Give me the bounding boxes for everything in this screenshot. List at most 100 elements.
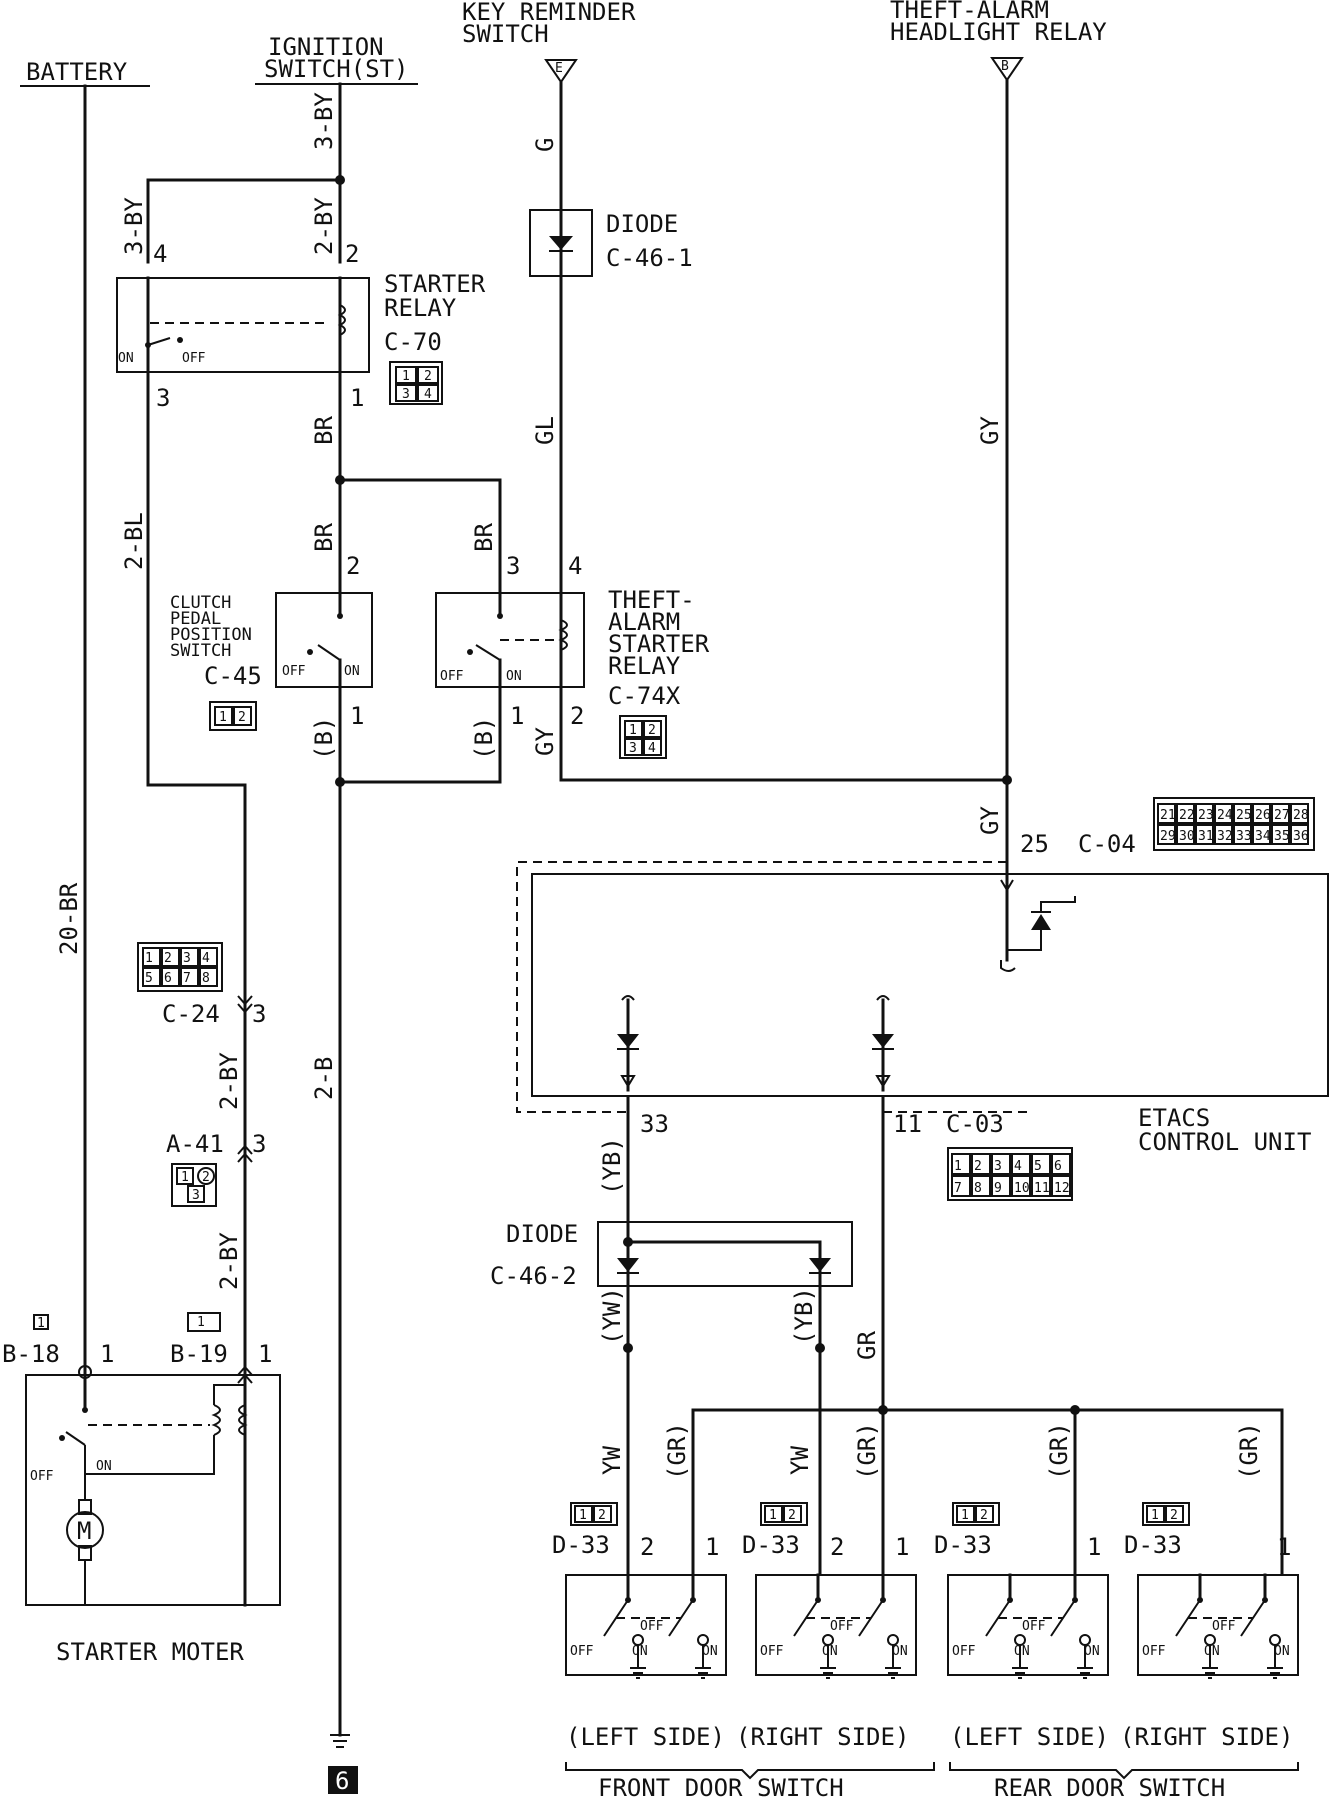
key-reminder-label-1: KEY REMINDER: [462, 0, 636, 26]
c04-pin: 21: [1160, 808, 1176, 823]
c04-pin: 32: [1217, 829, 1233, 844]
battery-label: BATTERY: [26, 58, 128, 86]
c24-pin: 8: [202, 971, 210, 986]
b18-pin: 1: [100, 1340, 114, 1368]
door-on-1: ON: [1014, 1644, 1030, 1659]
wire-gl: GL: [531, 416, 559, 445]
c70-pin-2: 2: [424, 369, 432, 384]
c04-pin: 29: [1160, 829, 1176, 844]
c04-pin: 26: [1255, 808, 1271, 823]
c70-pin-1: 1: [402, 369, 410, 384]
door-off: OFF: [1142, 1644, 1166, 1659]
clutch-pedal-switch: OFF ON 2 1 CLUTCH PEDAL POSITION SWITCH …: [170, 552, 373, 731]
c04-pin: 34: [1255, 829, 1271, 844]
key-reminder-conn: E: [555, 61, 563, 76]
motor-symbol: M: [77, 1517, 91, 1545]
d33-pin: 1: [961, 1508, 969, 1523]
clutch-code: C-45: [204, 662, 262, 690]
door-code: D-33: [742, 1531, 800, 1559]
theft-starter-on: ON: [506, 669, 522, 684]
clutch-name-1: CLUTCH: [170, 593, 231, 613]
c04-code: C-04: [1078, 830, 1136, 858]
c04-pin: 36: [1293, 829, 1309, 844]
door-side-3: (LEFT SIDE): [950, 1723, 1109, 1751]
clutch-pin-1: 1: [350, 702, 364, 730]
door-off-2: OFF: [640, 1619, 664, 1634]
theft-relay-source: THEFT-ALARM HEADLIGHT RELAY B: [890, 0, 1107, 82]
ignition-label-1: IGNITION: [268, 33, 384, 61]
door-off-2: OFF: [1212, 1619, 1236, 1634]
etacs-name-2: CONTROL UNIT: [1138, 1128, 1311, 1156]
door-off: OFF: [952, 1644, 976, 1659]
door-pin-1: 1: [1277, 1533, 1291, 1561]
theft-starter-code: C-74X: [608, 682, 681, 710]
c04-pin: 24: [1217, 808, 1233, 823]
wire-3by-top: 3-BY: [310, 92, 338, 150]
c04-pin: 23: [1198, 808, 1214, 823]
starter-relay-code: C-70: [384, 328, 442, 356]
c04-pin: 35: [1274, 829, 1290, 844]
c04-pin: 27: [1274, 808, 1290, 823]
starter-relay: ON OFF 4 2 3 1 STARTER RELAY C-70 1 2 3 …: [116, 240, 486, 412]
c24-pin: 7: [183, 971, 191, 986]
theft-starter-pin-1: 1: [510, 702, 524, 730]
wire-yw-1: (YW): [598, 1287, 626, 1345]
wire-gy-long: GY: [976, 416, 1004, 445]
a41-pin-2: 2: [202, 1170, 210, 1185]
d33-pin: 2: [980, 1508, 988, 1523]
starter-relay-pin-1: 1: [350, 384, 364, 412]
c74x-connector-icon: 1 2 3 4: [619, 715, 667, 759]
clutch-name-3: POSITION: [170, 625, 252, 645]
diode2-code: C-46-2: [490, 1262, 577, 1290]
door-code: D-33: [934, 1531, 992, 1559]
starter-relay-name-2: RELAY: [384, 294, 457, 322]
c03-pin: 2: [974, 1159, 982, 1174]
motor-on: ON: [96, 1459, 112, 1474]
wire-gr-d: (GR): [1235, 1422, 1263, 1480]
c04-pin: 25: [1236, 808, 1252, 823]
c74x-pin-4: 4: [648, 741, 656, 756]
clutch-on: ON: [344, 664, 360, 679]
theft-starter-name-4: RELAY: [608, 652, 681, 680]
door-on-2: ON: [892, 1644, 908, 1659]
c03-pin: 4: [1014, 1159, 1022, 1174]
starter-relay-on: ON: [118, 351, 134, 366]
theft-alarm-starter-relay: OFF ON 3 4 1 2 THEFT- ALARM STARTER RELA…: [435, 552, 710, 759]
door-code: D-33: [552, 1531, 610, 1559]
door-off: OFF: [570, 1644, 594, 1659]
c45-connector-icon: 1 2: [209, 701, 257, 731]
c03-pin: 6: [1054, 1159, 1062, 1174]
c24-pin: 1: [145, 951, 153, 966]
etacs-pin-11: 11: [893, 1110, 922, 1138]
theft-starter-name-2: ALARM: [608, 608, 680, 636]
d33-pin: 2: [1170, 1508, 1178, 1523]
theft-relay-label-2: HEADLIGHT RELAY: [890, 18, 1107, 46]
starter-motor: M OFF ON B-18 1 B-19 1 1 1 STARTER MOTER: [2, 1312, 281, 1666]
wire-3by-left: 3-BY: [120, 197, 148, 255]
battery-source: BATTERY: [20, 58, 150, 87]
clutch-name-2: PEDAL: [170, 609, 221, 629]
starter-motor-name: STARTER MOTER: [56, 1638, 244, 1666]
c45-pin-1: 1: [219, 710, 227, 725]
wire-gy-3: GY: [976, 806, 1004, 835]
wire-gr-b: (GR): [853, 1422, 881, 1480]
clutch-pin-2: 2: [346, 552, 360, 580]
a41-pin: 3: [252, 1130, 266, 1158]
diode-c46-1: DIODE C-46-1: [529, 208, 693, 278]
c70-connector-icon: 1 2 3 4: [389, 361, 443, 405]
wire-gr-c: (GR): [1045, 1422, 1073, 1480]
door-pin-2: 2: [830, 1533, 844, 1561]
door-pin-2: 2: [640, 1533, 654, 1561]
b19-code: B-19: [170, 1340, 228, 1368]
b18-conn-icon: 1: [37, 1316, 45, 1331]
door-off-2: OFF: [1022, 1619, 1046, 1634]
